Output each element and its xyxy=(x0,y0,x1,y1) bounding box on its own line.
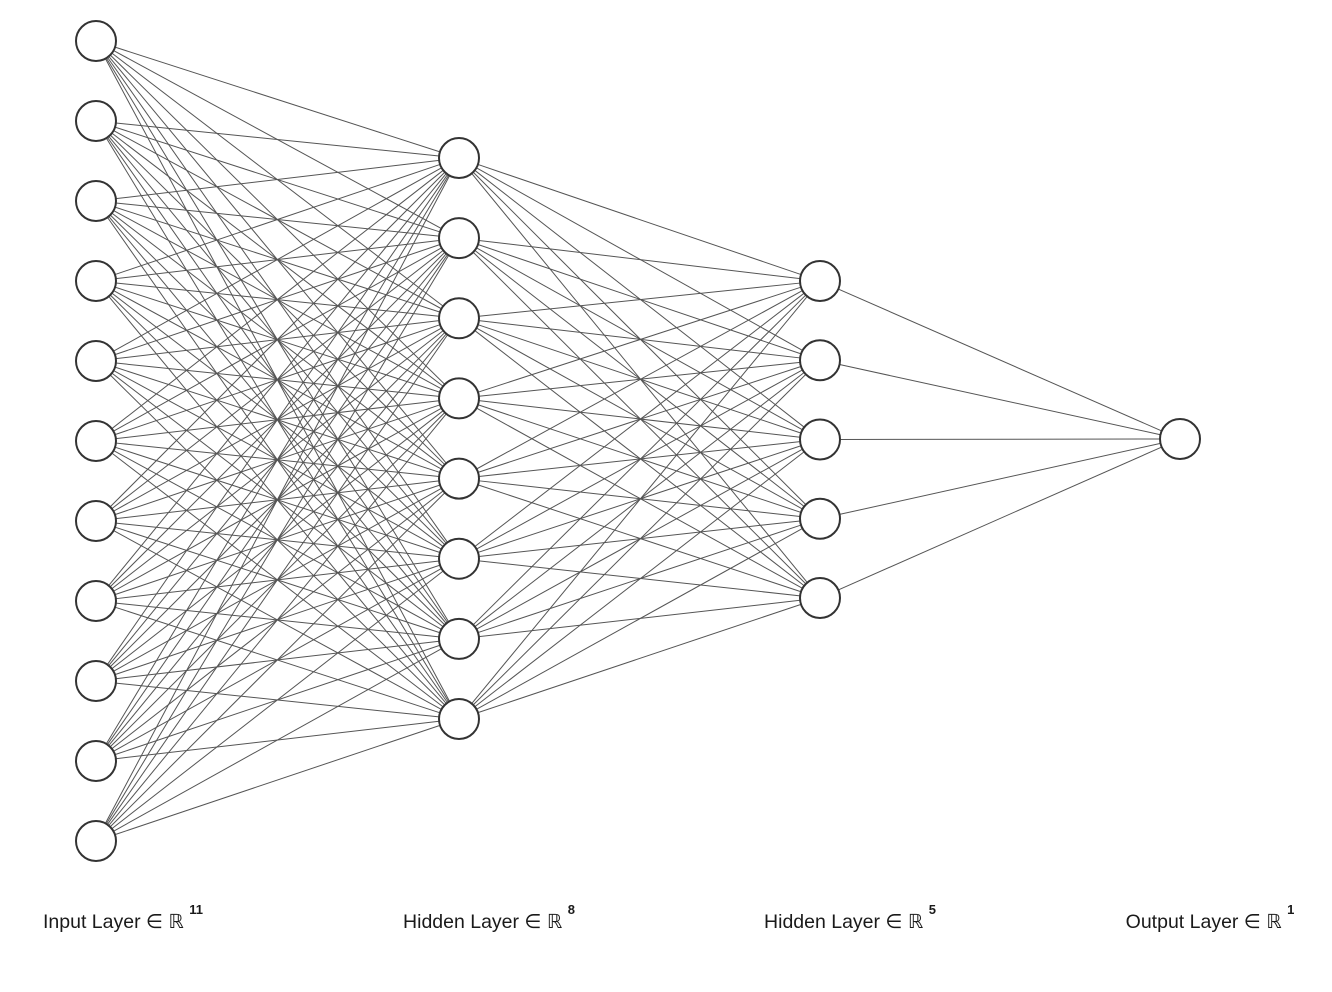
edge-hidden1-5-to-hidden2-1 xyxy=(476,290,803,470)
node-output-1[interactable] xyxy=(1159,418,1201,460)
node-hidden1-7[interactable] xyxy=(438,617,480,660)
edge-hidden1-2-to-hidden2-1 xyxy=(478,239,801,280)
nodes-group xyxy=(75,20,1201,862)
node-hidden2-3[interactable] xyxy=(799,418,841,461)
edge-input-11-to-hidden1-5 xyxy=(109,492,446,828)
edge-hidden1-1-to-hidden2-1 xyxy=(477,163,802,276)
layer-caption-text-hidden2: Hidden Layer ∈ ℝ xyxy=(764,911,929,933)
edge-hidden1-8-to-hidden2-4 xyxy=(476,528,803,710)
edge-input-11-to-hidden1-1 xyxy=(104,175,451,824)
node-hidden1-3[interactable] xyxy=(438,297,480,340)
edge-hidden1-6-to-hidden2-1 xyxy=(474,292,805,547)
node-hidden1-4[interactable] xyxy=(438,377,480,420)
node-hidden1-1[interactable] xyxy=(438,137,480,179)
layer-caption-hidden2: Hidden Layer ∈ ℝ 5 xyxy=(764,902,936,934)
edge-hidden2-2-to-output-1 xyxy=(839,364,1161,436)
edge-hidden2-1-to-output-1 xyxy=(838,288,1162,432)
edge-input-11-to-hidden1-4 xyxy=(108,413,447,826)
edge-input-7-to-hidden1-1 xyxy=(109,171,446,508)
node-input-7[interactable] xyxy=(75,500,117,542)
layer-caption-exponent-hidden1: 8 xyxy=(568,902,575,917)
edge-input-6-to-hidden1-1 xyxy=(111,169,444,430)
node-hidden2-1[interactable] xyxy=(799,260,841,302)
edge-input-11-to-hidden1-7 xyxy=(113,648,442,832)
node-hidden1-8[interactable] xyxy=(438,698,480,740)
edge-input-4-to-hidden1-1 xyxy=(114,163,441,276)
edge-hidden1-4-to-hidden2-1 xyxy=(477,286,802,393)
node-input-4[interactable] xyxy=(75,260,117,302)
node-input-2[interactable] xyxy=(75,100,117,142)
node-input-8[interactable] xyxy=(75,580,117,622)
layer-caption-exponent-output: 1 xyxy=(1287,902,1294,917)
edge-hidden2-4-to-output-1 xyxy=(839,442,1161,515)
edge-input-10-to-hidden1-1 xyxy=(105,174,450,745)
edge-hidden2-5-to-output-1 xyxy=(838,446,1162,591)
edge-input-5-to-hidden1-1 xyxy=(113,167,442,352)
edge-input-1-to-hidden1-1 xyxy=(114,46,441,153)
edge-input-2-to-hidden1-1 xyxy=(115,122,440,157)
edge-input-11-to-hidden1-2 xyxy=(105,254,450,825)
edge-hidden1-7-to-hidden2-1 xyxy=(472,294,807,626)
edge-hidden1-8-to-hidden2-3 xyxy=(474,451,805,708)
layer-caption-output: Output Layer ∈ ℝ 1 xyxy=(1126,902,1295,934)
edge-input-11-to-hidden1-8 xyxy=(114,724,441,836)
node-hidden2-2[interactable] xyxy=(799,339,841,382)
edge-input-11-to-hidden1-3 xyxy=(106,334,449,825)
layer-caption-text-input: Input Layer ∈ ℝ xyxy=(43,911,189,933)
node-input-11[interactable] xyxy=(75,820,117,862)
edge-hidden1-8-to-hidden2-5 xyxy=(477,603,802,714)
edge-hidden1-8-to-hidden2-1 xyxy=(471,296,808,704)
edges-group xyxy=(104,46,1162,836)
node-input-3[interactable] xyxy=(75,180,117,222)
node-hidden2-4[interactable] xyxy=(799,497,841,540)
layer-caption-exponent-hidden2: 5 xyxy=(929,902,936,917)
node-hidden1-2[interactable] xyxy=(438,217,480,260)
node-input-10[interactable] xyxy=(75,740,117,782)
layer-caption-exponent-input: 11 xyxy=(189,902,203,917)
edge-input-3-to-hidden1-1 xyxy=(115,159,440,200)
node-input-6[interactable] xyxy=(75,420,117,462)
node-input-5[interactable] xyxy=(75,340,117,382)
node-hidden2-5[interactable] xyxy=(799,577,841,619)
layer-caption-text-hidden1: Hidden Layer ∈ ℝ xyxy=(403,911,568,933)
node-hidden1-5[interactable] xyxy=(438,457,480,500)
layer-caption-text-output: Output Layer ∈ ℝ xyxy=(1126,911,1287,933)
edge-hidden1-8-to-hidden2-2 xyxy=(472,373,807,706)
node-input-1[interactable] xyxy=(75,20,117,62)
node-hidden1-6[interactable] xyxy=(438,537,480,580)
layer-caption-input: Input Layer ∈ ℝ 11 xyxy=(43,902,203,934)
edge-hidden1-3-to-hidden2-1 xyxy=(478,282,801,317)
edge-input-11-to-hidden1-6 xyxy=(111,570,444,830)
edge-input-9-to-hidden1-1 xyxy=(106,174,449,665)
edge-input-8-to-hidden1-1 xyxy=(108,173,447,586)
node-input-9[interactable] xyxy=(75,660,117,702)
layer-caption-hidden1: Hidden Layer ∈ ℝ 8 xyxy=(403,902,575,934)
